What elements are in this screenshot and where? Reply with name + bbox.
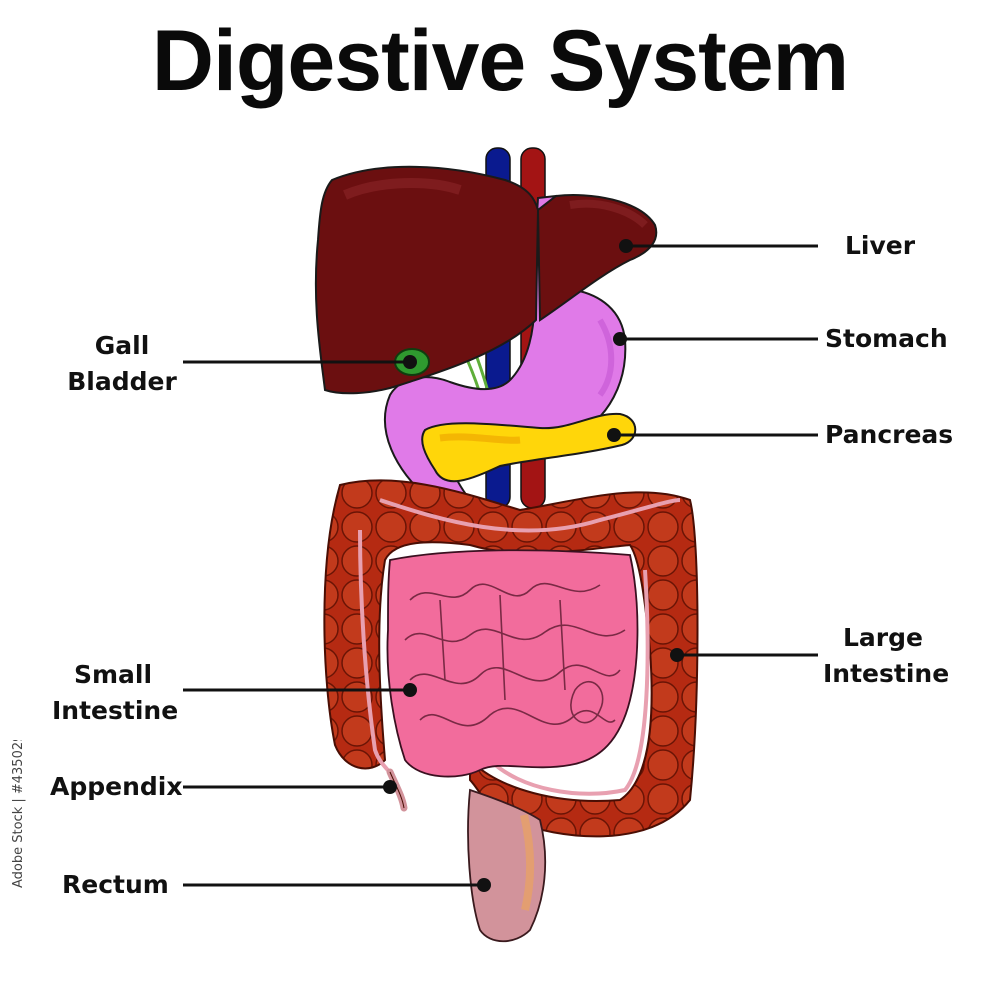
stock-watermark-text: Adobe Stock | #435029606 [11,740,26,888]
label-pancreas: Pancreas [825,420,954,449]
label-stomach: Stomach [825,324,948,353]
pancreas [421,412,637,483]
label-rectum: Rectum [62,870,169,899]
label-gall-bladder-line1: Gall [94,331,150,360]
appendix [386,768,408,812]
leader-lines [183,244,818,887]
leader-dots [383,239,684,892]
label-small-intestine: Small Intestine [52,657,179,729]
diagram-title: Digestive System [151,13,849,109]
stock-watermark-id: Adobe Stock | #435029606 [11,740,26,888]
label-large-intestine: Large Intestine [823,620,950,692]
label-liver: Liver [845,231,916,260]
rectum [467,788,547,943]
label-small-intestine-line2: Intestine [52,696,179,725]
small-intestine [386,549,639,778]
label-appendix: Appendix [50,772,183,801]
label-gall-bladder-line2: Bladder [67,367,177,396]
label-large-intestine-line2: Intestine [823,659,950,688]
label-large-intestine-line1: Large [843,623,923,652]
liver [314,165,658,395]
label-small-intestine-line1: Small [73,660,153,689]
label-gall-bladder: Gall Bladder [66,328,178,400]
